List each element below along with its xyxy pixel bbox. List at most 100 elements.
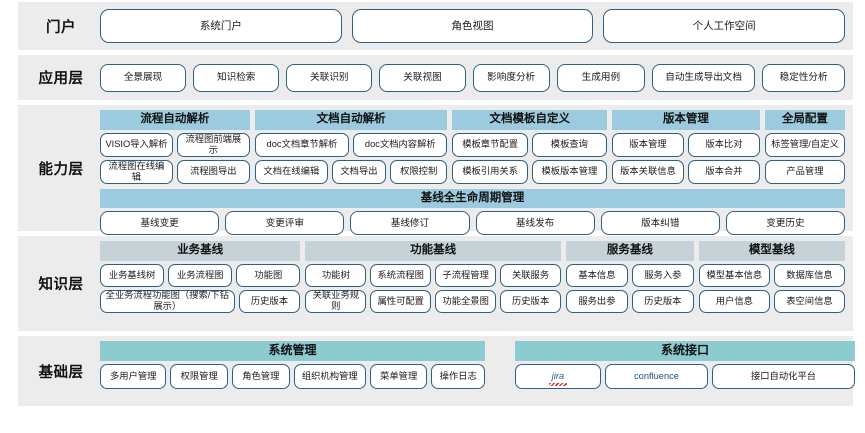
capability-group-version-mgmt: 版本管理 版本管理 版本比对 版本关联信息 版本合并	[612, 110, 760, 184]
kn-item-subprocess-management[interactable]: 子流程管理	[435, 263, 497, 287]
cap-item-flowchart-frontend-display[interactable]: 流程图前端展示	[176, 132, 250, 157]
kn-item-attribute-configurable[interactable]: 属性可配置	[370, 289, 432, 313]
app-item-generate-case[interactable]: 生成用例	[556, 63, 645, 92]
app-item-knowledge-search[interactable]: 知识检索	[193, 63, 280, 92]
base-item-confluence[interactable]: confluence	[604, 364, 709, 390]
lifecycle-item-change-review[interactable]: 变更评审	[225, 211, 345, 236]
layer-capability: 能力层 流程自动解析 VISIO导入解析 流程图前端展示 流程图在线编辑 流程图…	[18, 105, 853, 236]
cap-item-version-compare[interactable]: 版本比对	[687, 132, 760, 157]
cap-item-doc-content-parse[interactable]: doc文档内容解析	[353, 132, 448, 157]
group-rows-doc-template: 模板章节配置 模板查询 模板引用关系 模板版本管理	[452, 132, 608, 184]
cap-item-visio-import-parse[interactable]: VISIO导入解析	[100, 132, 173, 157]
group-rows-version-mgmt: 版本管理 版本比对 版本关联信息 版本合并	[612, 132, 760, 184]
base-item-menu-management[interactable]: 菜单管理	[369, 364, 428, 390]
kn-item-business-baseline-tree[interactable]: 业务基线树	[100, 263, 165, 287]
app-item-panorama[interactable]: 全景展现	[100, 63, 187, 92]
knowledge-group-model-baseline: 模型基线 模型基本信息 数据库信息 用户信息 表空间信息	[698, 241, 845, 326]
kn-item-related-business-rule[interactable]: 关联业务规则	[305, 289, 367, 313]
cap-item-template-reference[interactable]: 模板引用关系	[452, 159, 528, 184]
app-item-relation-identify[interactable]: 关联识别	[286, 63, 373, 92]
lifecycle-item-baseline-revision[interactable]: 基线修订	[350, 211, 470, 236]
kn-item-service-output-param[interactable]: 服务出参	[565, 289, 628, 313]
cap-item-tag-management[interactable]: 标签管理/自定义	[764, 132, 845, 157]
base-item-jira[interactable]: jira	[515, 364, 601, 390]
kn-item-database-info[interactable]: 数据库信息	[773, 263, 845, 287]
lifecycle-header: 基线全生命周期管理	[100, 188, 845, 209]
base-item-org-management[interactable]: 组织机构管理	[293, 364, 366, 390]
kn-item-system-flowchart[interactable]: 系统流程图	[370, 263, 432, 287]
base-item-role-management[interactable]: 角色管理	[232, 364, 290, 390]
layer-portal: 门户 系统门户 角色视图 个人工作空间	[18, 2, 853, 50]
layer-capability-body: 流程自动解析 VISIO导入解析 流程图前端展示 流程图在线编辑 流程图导出 文…	[100, 110, 846, 236]
capability-group-doc-template: 文档模板自定义 模板章节配置 模板查询 模板引用关系 模板版本管理	[452, 110, 608, 184]
kn-item-function-panorama[interactable]: 功能全景图	[435, 289, 497, 313]
group-rows-global-config: 标签管理/自定义 产品管理	[764, 132, 845, 184]
kn-item-business-flowchart[interactable]: 业务流程图	[168, 263, 233, 287]
group-header-business-baseline: 业务基线	[100, 241, 301, 261]
foundation-group-system-interface: 系统接口 jira confluence 接口自动化平台	[515, 341, 855, 401]
capability-group-process-parse: 流程自动解析 VISIO导入解析 流程图前端展示 流程图在线编辑 流程图导出	[100, 110, 250, 184]
kn-item-tablespace-info[interactable]: 表空间信息	[773, 289, 845, 313]
base-item-multi-user-management[interactable]: 多用户管理	[100, 364, 167, 390]
kn-item-model-basic-info[interactable]: 模型基本信息	[698, 263, 770, 287]
kn-item-basic-info[interactable]: 基本信息	[565, 263, 628, 287]
cap-item-permission-control[interactable]: 权限控制	[389, 159, 448, 184]
cap-item-doc-chapter-parse[interactable]: doc文档章节解析	[254, 132, 350, 157]
group-row: 流程图在线编辑 流程图导出	[100, 159, 250, 184]
lifecycle-item-change-history[interactable]: 变更历史	[725, 211, 846, 236]
cap-item-doc-online-edit[interactable]: 文档在线编辑	[254, 159, 328, 184]
portal-item-personal-workspace[interactable]: 个人工作空间	[603, 9, 846, 43]
portal-item-system-portal[interactable]: 系统门户	[100, 9, 342, 43]
kn-item-related-service[interactable]: 关联服务	[500, 263, 561, 287]
layer-label-portal: 门户	[46, 19, 76, 36]
kn-item-service-input-param[interactable]: 服务入参	[631, 263, 694, 287]
cap-item-flowchart-online-edit[interactable]: 流程图在线编辑	[100, 159, 173, 184]
group-header-model-baseline: 模型基线	[698, 241, 845, 261]
lifecycle-items: 基线变更 变更评审 基线修订 基线发布 版本纠错 变更历史	[100, 211, 846, 236]
group-row: doc文档章节解析 doc文档内容解析	[254, 132, 448, 157]
lifecycle-item-baseline-release[interactable]: 基线发布	[475, 211, 595, 236]
cap-item-doc-export[interactable]: 文档导出	[331, 159, 386, 184]
cap-item-product-management[interactable]: 产品管理	[764, 159, 845, 184]
layer-application-items: 全景展现 知识检索 关联识别 关联视图 影响度分析 生成用例 自动生成导出文档 …	[100, 63, 845, 92]
app-item-auto-export-doc[interactable]: 自动生成导出文档	[651, 63, 756, 92]
group-header-global-config: 全局配置	[764, 110, 845, 130]
cap-item-version-relation-info[interactable]: 版本关联信息	[612, 159, 684, 184]
lifecycle-item-version-correction[interactable]: 版本纠错	[600, 211, 720, 236]
kn-item-user-info[interactable]: 用户信息	[698, 289, 770, 313]
cap-item-flowchart-export[interactable]: 流程图导出	[176, 159, 250, 184]
layer-knowledge-body: 业务基线 业务基线树 业务流程图 功能图 全业务流程功能图（搜索/下钻展示） 历…	[100, 241, 845, 326]
cap-item-version-management[interactable]: 版本管理	[612, 132, 684, 157]
group-header-version-mgmt: 版本管理	[612, 110, 760, 130]
foundation-group-system-management: 系统管理 多用户管理 权限管理 角色管理 组织机构管理 菜单管理 操作日志	[100, 341, 485, 401]
portal-item-role-view[interactable]: 角色视图	[351, 9, 594, 43]
app-item-relation-view[interactable]: 关联视图	[379, 63, 466, 92]
kn-item-function-chart[interactable]: 功能图	[236, 263, 301, 287]
group-header-system-management: 系统管理	[100, 341, 485, 362]
cap-item-template-chapter-config[interactable]: 模板章节配置	[452, 132, 528, 157]
group-row: 标签管理/自定义	[764, 132, 845, 157]
cap-item-template-version-mgmt[interactable]: 模板版本管理	[531, 159, 608, 184]
lifecycle-item-baseline-change[interactable]: 基线变更	[100, 211, 220, 236]
kn-item-history-version-service[interactable]: 历史版本	[631, 289, 694, 313]
app-item-stability-analysis[interactable]: 稳定性分析	[762, 63, 845, 92]
base-item-operation-log[interactable]: 操作日志	[431, 364, 485, 390]
group-row: 业务基线树 业务流程图 功能图	[100, 263, 301, 287]
kn-item-full-business-flow-function-chart[interactable]: 全业务流程功能图（搜索/下钻展示）	[100, 289, 235, 313]
app-item-impact-analysis[interactable]: 影响度分析	[472, 63, 550, 92]
base-item-api-automation-platform[interactable]: 接口自动化平台	[712, 364, 855, 390]
layer-knowledge: 知识层 业务基线 业务基线树 业务流程图 功能图 全业务流程功能图（搜索/下钻展…	[18, 236, 853, 331]
group-row: 用户信息 表空间信息	[698, 289, 845, 313]
kn-item-history-version-function[interactable]: 历史版本	[500, 289, 561, 313]
kn-item-history-version-business[interactable]: 历史版本	[238, 289, 301, 313]
base-item-permission-management[interactable]: 权限管理	[170, 364, 228, 390]
group-row: jira confluence 接口自动化平台	[515, 364, 855, 390]
cap-item-version-merge[interactable]: 版本合并	[687, 159, 760, 184]
kn-item-function-tree[interactable]: 功能树	[305, 263, 367, 287]
layer-label-application: 应用层	[38, 71, 84, 87]
group-row: 基本信息 服务入参	[565, 263, 694, 287]
group-row: VISIO导入解析 流程图前端展示	[100, 132, 250, 157]
cap-item-template-query[interactable]: 模板查询	[531, 132, 608, 157]
group-rows-system-management: 多用户管理 权限管理 角色管理 组织机构管理 菜单管理 操作日志	[100, 364, 485, 390]
